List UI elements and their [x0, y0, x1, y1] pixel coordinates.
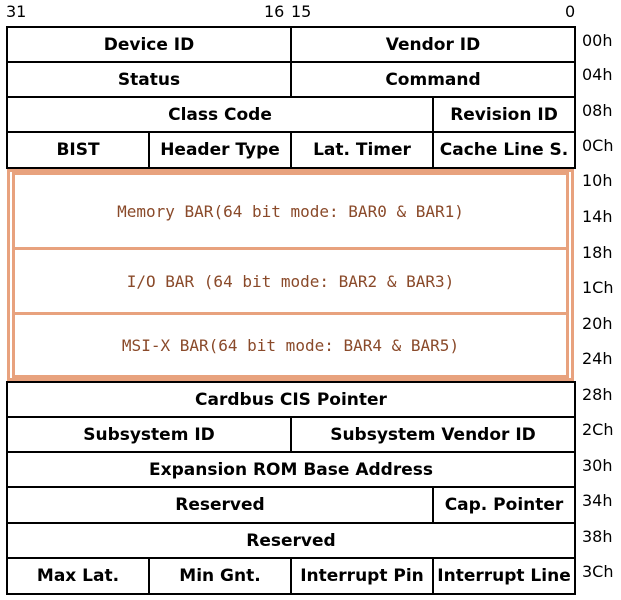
subsystem-vendor-id-field: Subsystem Vendor ID	[290, 416, 576, 453]
offset-label: 24h	[582, 349, 613, 368]
offset-label: 0Ch	[582, 136, 614, 155]
min-gnt-field: Min Gnt.	[148, 557, 292, 595]
offset-label: 08h	[582, 101, 613, 120]
reserved-field-34h: Reserved	[6, 486, 434, 524]
msix-bar-field: MSI-X BAR(64 bit mode: BAR4 & BAR5)	[12, 312, 569, 378]
io-bar-field: I/O BAR (64 bit mode: BAR2 & BAR3)	[12, 247, 569, 315]
offset-label: 2Ch	[582, 420, 614, 439]
offset-label: 1Ch	[582, 278, 614, 297]
interrupt-line-field: Interrupt Line	[432, 557, 576, 595]
offset-label: 10h	[582, 171, 613, 190]
bit-0-label: 0	[565, 2, 576, 21]
cache-line-size-field: Cache Line S.	[432, 131, 576, 169]
offset-label: 38h	[582, 527, 613, 546]
header-type-field: Header Type	[148, 131, 292, 169]
command-field: Command	[290, 61, 576, 98]
offset-label: 04h	[582, 65, 613, 84]
bit-31-label: 31	[6, 2, 27, 21]
offset-label: 18h	[582, 243, 613, 262]
offset-label: 00h	[582, 31, 613, 50]
revision-id-field: Revision ID	[432, 96, 576, 133]
cap-pointer-field: Cap. Pointer	[432, 486, 576, 524]
expansion-rom-field: Expansion ROM Base Address	[6, 451, 576, 488]
interrupt-pin-field: Interrupt Pin	[290, 557, 434, 595]
offset-label: 34h	[582, 491, 613, 510]
device-id-field: Device ID	[6, 26, 292, 63]
offset-label: 20h	[582, 314, 613, 333]
offset-label: 14h	[582, 207, 613, 226]
status-field: Status	[6, 61, 292, 98]
memory-bar-field: Memory BAR(64 bit mode: BAR0 & BAR1)	[12, 172, 569, 250]
class-code-field: Class Code	[6, 96, 434, 133]
offset-label: 28h	[582, 385, 613, 404]
offset-label: 30h	[582, 456, 613, 475]
bar-group: Memory BAR(64 bit mode: BAR0 & BAR1) I/O…	[7, 169, 574, 381]
max-lat-field: Max Lat.	[6, 557, 150, 595]
bit-16-label: 16	[264, 2, 285, 21]
bist-field: BIST	[6, 131, 150, 169]
cardbus-cis-pointer-field: Cardbus CIS Pointer	[6, 381, 576, 418]
reserved-field-38h: Reserved	[6, 522, 576, 559]
offset-label: 3Ch	[582, 562, 614, 581]
vendor-id-field: Vendor ID	[290, 26, 576, 63]
lat-timer-field: Lat. Timer	[290, 131, 434, 169]
subsystem-id-field: Subsystem ID	[6, 416, 292, 453]
bit-15-label: 15	[291, 2, 312, 21]
